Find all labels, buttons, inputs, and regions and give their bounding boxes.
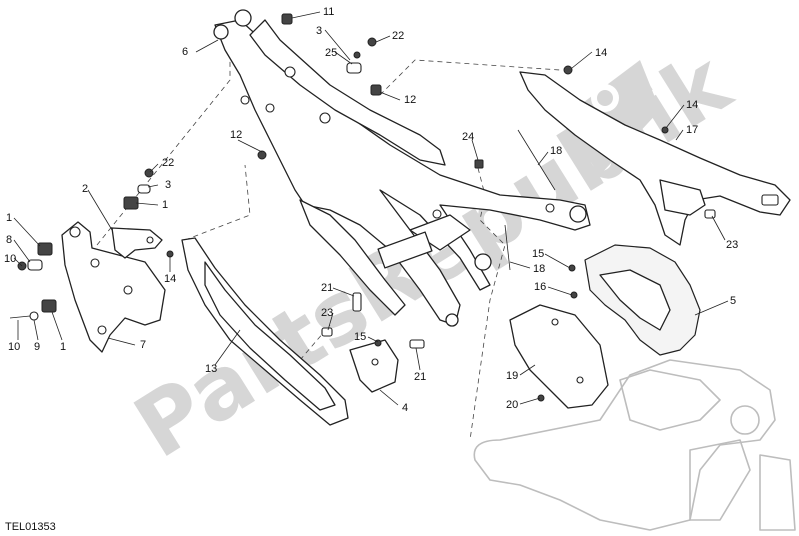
callout-15: 15 bbox=[532, 248, 544, 260]
callout-17: 17 bbox=[686, 124, 698, 136]
callout-13: 13 bbox=[205, 363, 217, 375]
callout-10: 10 bbox=[4, 253, 16, 265]
callout-6: 6 bbox=[182, 46, 188, 58]
callout-16: 16 bbox=[534, 281, 546, 293]
small-bracket bbox=[111, 227, 163, 259]
callout-11: 11 bbox=[323, 6, 334, 18]
left-bracket bbox=[61, 221, 166, 353]
callout-labels: 1 1 1 2 3 3 4 5 6 7 8 9 10 10 11 12 12 1… bbox=[4, 6, 738, 414]
callout-1: 1 bbox=[162, 199, 168, 211]
callout-3: 3 bbox=[316, 25, 322, 37]
callout-23: 23 bbox=[321, 307, 333, 319]
callout-19: 19 bbox=[506, 370, 518, 382]
callout-8: 8 bbox=[6, 234, 12, 246]
callout-5: 5 bbox=[730, 295, 736, 307]
drawing-code: TEL01353 bbox=[5, 521, 56, 533]
callout-1: 1 bbox=[6, 212, 12, 224]
rear-subframe bbox=[213, 9, 591, 327]
left-side-panel bbox=[181, 237, 349, 426]
callout-20: 20 bbox=[506, 399, 518, 411]
callout-22: 22 bbox=[392, 30, 404, 42]
left-hardware bbox=[9, 150, 267, 321]
callout-15: 15 bbox=[354, 331, 366, 343]
callout-18: 18 bbox=[533, 263, 545, 275]
callout-23: 23 bbox=[726, 239, 738, 251]
callout-leaders bbox=[13, 11, 729, 406]
callout-7: 7 bbox=[140, 339, 146, 351]
center-bracket bbox=[349, 339, 399, 393]
callout-9: 9 bbox=[34, 341, 40, 353]
rear-bracket bbox=[509, 304, 609, 409]
callout-14: 14 bbox=[164, 273, 176, 285]
callout-3: 3 bbox=[165, 179, 171, 191]
callout-18: 18 bbox=[550, 145, 562, 157]
callout-24: 24 bbox=[462, 131, 474, 143]
callout-21: 21 bbox=[321, 282, 333, 294]
misc-hardware bbox=[281, 13, 716, 402]
callout-12: 12 bbox=[230, 129, 242, 141]
rear-fender bbox=[584, 244, 701, 356]
callout-25: 25 bbox=[325, 47, 337, 59]
callout-21: 21 bbox=[414, 371, 426, 383]
right-side-panel bbox=[519, 71, 791, 246]
callout-22: 22 bbox=[162, 157, 174, 169]
callout-14: 14 bbox=[686, 99, 698, 111]
callout-10: 10 bbox=[8, 341, 20, 353]
ghost-frame bbox=[473, 359, 796, 531]
callout-1: 1 bbox=[60, 341, 66, 353]
callout-4: 4 bbox=[402, 402, 408, 414]
callout-2: 2 bbox=[82, 183, 88, 195]
callout-14: 14 bbox=[595, 47, 607, 59]
callout-12: 12 bbox=[404, 94, 416, 106]
